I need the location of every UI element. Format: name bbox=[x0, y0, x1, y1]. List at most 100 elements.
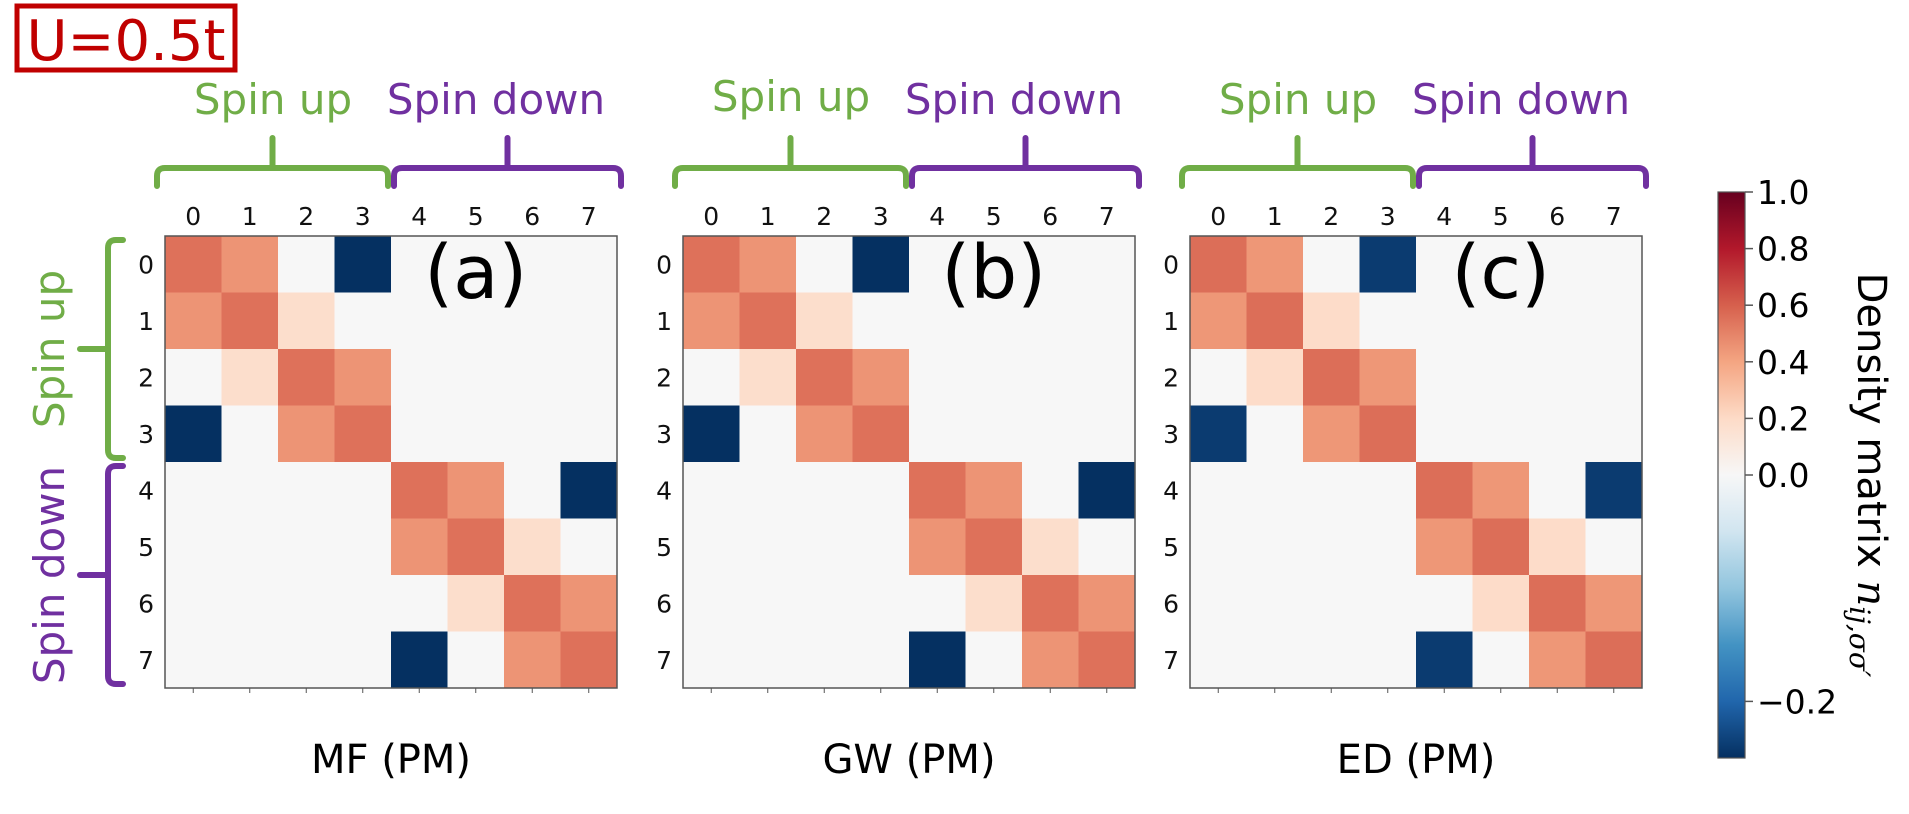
heatmap-cell bbox=[221, 631, 279, 689]
y-tick-label: 5 bbox=[138, 533, 154, 562]
heatmap-cell bbox=[504, 462, 561, 519]
heatmap-cell bbox=[1078, 575, 1136, 632]
x-tick-label: 7 bbox=[581, 202, 597, 231]
heatmap-cell bbox=[391, 236, 448, 293]
heatmap-cell bbox=[1190, 518, 1247, 576]
spin-up-top-label: Spin up bbox=[712, 72, 870, 121]
heatmap-cell bbox=[278, 349, 335, 406]
heatmap-cell bbox=[1078, 349, 1136, 406]
spin-down-top-label: Spin down bbox=[905, 75, 1123, 124]
heatmap-cell bbox=[1416, 349, 1473, 406]
x-tick-label: 2 bbox=[298, 202, 314, 231]
heatmap-cell bbox=[1246, 631, 1304, 689]
y-tick-label: 0 bbox=[656, 250, 672, 279]
x-tick-label: 0 bbox=[1210, 202, 1226, 231]
spin-down-top-brace bbox=[909, 135, 1142, 189]
heatmap-cell bbox=[334, 236, 392, 293]
heatmap-cell bbox=[1416, 405, 1473, 463]
heatmap-cell bbox=[1359, 518, 1417, 576]
heatmap-cell bbox=[796, 292, 853, 350]
heatmap-cell bbox=[504, 349, 561, 406]
heatmap-cell bbox=[1190, 462, 1247, 519]
heatmap-cell bbox=[1303, 236, 1360, 293]
panel-xlabel: ED (PM) bbox=[1337, 737, 1496, 783]
x-tick-label: 5 bbox=[986, 202, 1002, 231]
heatmap-cell bbox=[852, 631, 910, 689]
spin-up-top-label: Spin up bbox=[1219, 75, 1377, 124]
heatmap-cell bbox=[1246, 462, 1304, 519]
heatmap-cell bbox=[909, 575, 966, 632]
heatmap-cell bbox=[1078, 405, 1136, 463]
y-tick-label: 1 bbox=[656, 307, 672, 336]
x-tick-label: 6 bbox=[524, 202, 540, 231]
heatmap-cell bbox=[334, 405, 392, 463]
colorbar-tick-label: 0.6 bbox=[1757, 286, 1809, 325]
heatmap-cell bbox=[221, 349, 279, 406]
x-tick-label: 1 bbox=[242, 202, 258, 231]
heatmap-cell bbox=[165, 518, 222, 576]
colorbar-tick-label: 0.8 bbox=[1757, 230, 1809, 269]
heatmap-cell bbox=[1585, 349, 1643, 406]
x-tick-label: 0 bbox=[703, 202, 719, 231]
heatmap-cell bbox=[1416, 631, 1473, 689]
y-tick-label: 7 bbox=[1163, 646, 1179, 675]
heatmap-cell bbox=[391, 575, 448, 632]
colorbar-tick-label: −0.2 bbox=[1757, 682, 1837, 721]
heatmap-cell bbox=[1585, 405, 1643, 463]
heatmap-cell bbox=[1529, 236, 1586, 293]
x-tick-label: 7 bbox=[1099, 202, 1115, 231]
heatmap-cell bbox=[852, 236, 910, 293]
heatmap-cell bbox=[221, 518, 279, 576]
heatmap-cell bbox=[852, 518, 910, 576]
heatmap-cell bbox=[796, 462, 853, 519]
heatmap-cell bbox=[1022, 631, 1079, 689]
spin-up-top-label: Spin up bbox=[194, 75, 352, 124]
heatmap-cell bbox=[1416, 292, 1473, 350]
heatmap-cell bbox=[1472, 518, 1530, 576]
heatmap-cell bbox=[560, 405, 618, 463]
heatmap-cell bbox=[221, 575, 279, 632]
heatmap-cell bbox=[1022, 518, 1079, 576]
heatmap-cell bbox=[1529, 462, 1586, 519]
y-tick-label: 6 bbox=[1163, 589, 1179, 618]
heatmap-cell bbox=[1416, 575, 1473, 632]
heatmap-cell bbox=[447, 631, 505, 689]
heatmap-cell bbox=[1022, 462, 1079, 519]
heatmap-cell bbox=[1529, 631, 1586, 689]
heatmap-cell bbox=[1359, 236, 1417, 293]
panel-xlabel: MF (PM) bbox=[311, 737, 471, 783]
heatmap-cell bbox=[560, 575, 618, 632]
heatmap-cell bbox=[965, 236, 1023, 293]
heatmap-cell bbox=[739, 518, 797, 576]
heatmap-cell bbox=[1529, 575, 1586, 632]
x-tick-label: 3 bbox=[1380, 202, 1396, 231]
spin-down-left-brace bbox=[77, 463, 126, 687]
heatmap-cell bbox=[504, 236, 561, 293]
heatmap-cell bbox=[739, 292, 797, 350]
heatmap-cell bbox=[1022, 236, 1079, 293]
heatmap-cell bbox=[560, 292, 618, 350]
heatmap-cell bbox=[1359, 292, 1417, 350]
heatmap-cell bbox=[852, 405, 910, 463]
spin-up-top-brace bbox=[1179, 135, 1416, 189]
heatmap-cell bbox=[683, 462, 740, 519]
heatmap-cell bbox=[1190, 575, 1247, 632]
heatmap-frame bbox=[164, 235, 618, 689]
heatmap-cell bbox=[1246, 292, 1304, 350]
x-tick-label: 6 bbox=[1549, 202, 1565, 231]
heatmap-cell bbox=[909, 518, 966, 576]
heatmap-cell bbox=[278, 575, 335, 632]
heatmap-cell bbox=[739, 236, 797, 293]
heatmap-cell bbox=[1078, 292, 1136, 350]
heatmap-cell bbox=[391, 349, 448, 406]
heatmap-cell bbox=[504, 518, 561, 576]
heatmap-cell bbox=[278, 518, 335, 576]
heatmap-cell bbox=[447, 292, 505, 350]
x-tick-label: 7 bbox=[1606, 202, 1622, 231]
x-tick-label: 4 bbox=[411, 202, 427, 231]
x-tick-label: 4 bbox=[929, 202, 945, 231]
